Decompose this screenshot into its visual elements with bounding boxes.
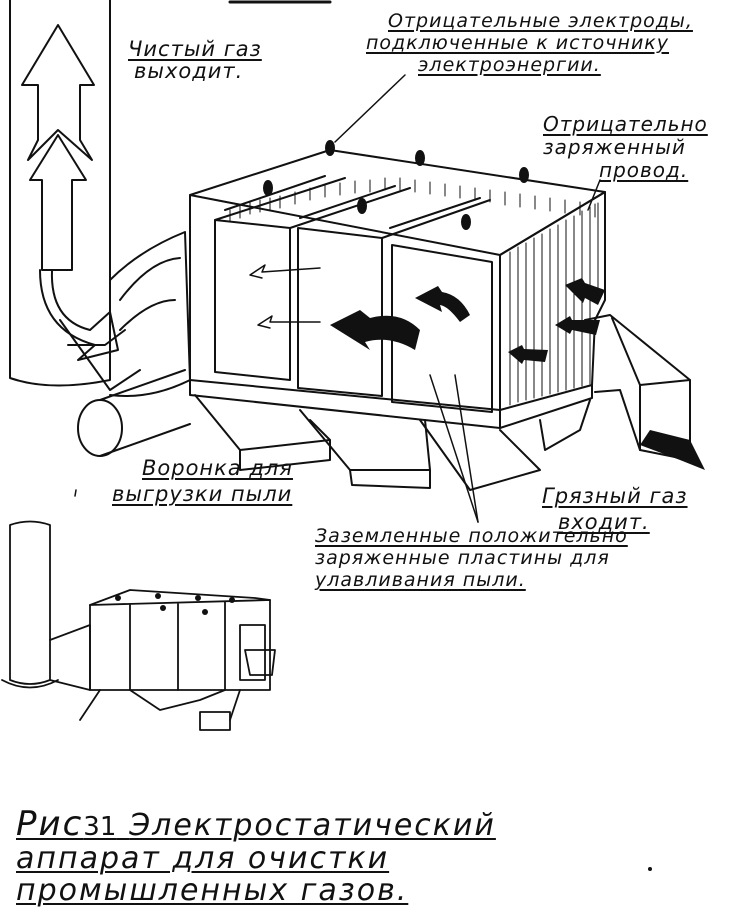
label-clean-gas: Чистый газ выходит. [128,38,262,82]
label-negative-electrodes-line3: электроэнергии. [418,54,601,76]
label-negative-electrodes-line2: подключенные к источнику [366,32,670,54]
dust-hoppers [194,394,591,491]
figure-caption-title-1: Электростатический [129,808,496,843]
figure-caption-line1: Рис31 Электростатический [16,807,496,843]
label-dirty-gas-line1: Грязный газ [542,484,688,508]
label-grounded-plates-line1: Заземленные положительно [315,525,628,547]
leader-lines [334,74,601,523]
precipitator-housing [189,149,606,429]
thumbnail-apparatus [1,520,276,731]
outlet-duct [59,231,191,397]
figure-caption-prefix: Рис [16,804,84,844]
label-dirty-gas-line2: входит. [558,510,650,534]
label-hopper-line2: выгрузки пыли [112,482,293,506]
label-negative-wire: Отрицательно заряженный провод. [543,113,708,182]
label-negative-wire-line3: провод. [599,158,689,182]
label-dirty-gas: Грязный газ входит. [542,483,688,535]
figure-caption: Рис31 Электростатический аппарат для очи… [16,807,496,908]
figure-caption-line3: промышленных газов. [16,873,409,908]
label-grounded-plates: Заземленные положительно заряженные плас… [315,525,628,591]
chimney-stack [9,0,111,387]
label-negative-wire-line2: заряженный [543,135,686,159]
flow-arrows [330,278,705,470]
electrode-insulators [263,140,529,230]
figure-caption-number: 31 [83,812,117,842]
label-clean-gas-line2: выходит. [134,59,244,83]
label-hopper-line1: Воронка для [142,456,293,480]
stray-mark [74,489,77,497]
label-grounded-plates-line3: улавливания пыли. [315,569,526,591]
light-arrows [249,264,321,329]
cylinder-duct [77,369,191,457]
figure-caption-line2: аппарат для очистки [16,841,390,876]
label-hopper: Воронка для выгрузки пыли [112,455,293,507]
label-negative-electrodes: Отрицательные электроды, подключенные к … [366,10,693,76]
clean-gas-arrows [21,24,119,361]
label-grounded-plates-line2: заряженные пластины для [315,547,610,569]
label-negative-wire-line1: Отрицательно [543,112,708,136]
thumbnail-insulators [115,593,235,615]
stray-dot [648,867,652,871]
label-negative-electrodes-line1: Отрицательные электроды, [388,10,693,32]
label-clean-gas-line1: Чистый газ [128,37,262,61]
